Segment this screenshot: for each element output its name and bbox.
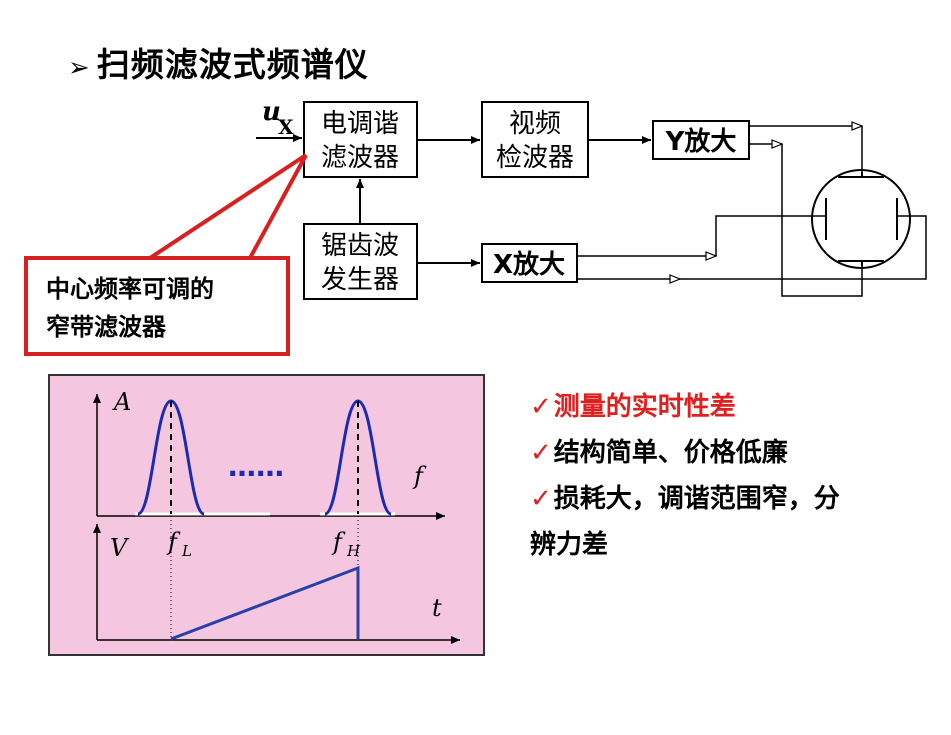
marker-low-f: f xyxy=(166,528,181,556)
sawtooth-ramp xyxy=(170,565,360,641)
callout-pointer xyxy=(148,153,308,260)
video-detector-block: 视频 检波器 xyxy=(481,101,589,178)
top-axis-x-label: f xyxy=(412,462,427,490)
marker-high-f: f xyxy=(331,528,346,556)
marker-high-sub: H xyxy=(346,542,361,560)
feature-list: ✓测量的实时性差 ✓结构简单、价格低廉 ✓损耗大，调谐范围窄，分 辨力差 xyxy=(530,384,940,568)
waveform-panel: A f …… f L f H V t xyxy=(48,374,485,656)
bottom-axis-y-label: V xyxy=(110,534,130,562)
feature-item-3-cont: 辨力差 xyxy=(530,522,940,568)
callout-box: 中心频率可调的 窄带滤波器 xyxy=(24,256,290,356)
input-label-u: u xyxy=(262,97,281,127)
callout-line1: 中心频率可调的 xyxy=(46,275,214,303)
sawtooth-line2: 发生器 xyxy=(321,265,399,295)
sawtooth-generator-block: 锯齿波 发生器 xyxy=(303,223,418,300)
top-axis-y-label: A xyxy=(112,388,131,416)
tuned-filter-line2: 滤波器 xyxy=(321,143,399,173)
input-label-x: X xyxy=(278,115,294,139)
feature-text-3: 损耗大，调谐范围窄，分 xyxy=(553,484,840,514)
callout-line2: 窄带滤波器 xyxy=(46,313,166,341)
check-icon: ✓ xyxy=(530,438,552,468)
feature-item-3: ✓损耗大，调谐范围窄，分 xyxy=(530,476,940,522)
title-text: 扫频滤波式频谱仪 xyxy=(96,45,369,84)
y-amp-label: Y放大 xyxy=(665,126,737,157)
tuned-filter-line1: 电调谐 xyxy=(321,109,399,139)
check-icon: ✓ xyxy=(530,392,552,422)
page-title: ➢扫频滤波式频谱仪 xyxy=(68,38,369,86)
feature-text-1: 测量的实时性差 xyxy=(553,392,736,422)
tuned-filter-block: 电调谐 滤波器 xyxy=(303,101,418,178)
check-icon: ✓ xyxy=(530,484,552,514)
video-detector-line2: 检波器 xyxy=(496,143,574,173)
x-amp-label: X放大 xyxy=(493,249,565,280)
x-amp-block: X放大 xyxy=(481,243,578,283)
feature-item-2: ✓结构简单、价格低廉 xyxy=(530,430,940,476)
waveform-chart: A f …… f L f H V t xyxy=(93,388,460,644)
bullet-arrow-icon: ➢ xyxy=(68,53,91,83)
feature-text-2: 结构简单、价格低廉 xyxy=(553,438,788,468)
feature-item-1: ✓测量的实时性差 xyxy=(530,384,940,430)
sawtooth-line1: 锯齿波 xyxy=(321,231,399,261)
feature-text-4: 辨力差 xyxy=(530,530,609,560)
y-amp-block: Y放大 xyxy=(652,120,750,160)
crt-display-icon xyxy=(811,169,911,269)
ellipsis: …… xyxy=(228,450,284,483)
video-detector-line1: 视频 xyxy=(509,109,561,139)
bottom-axis-x-label: t xyxy=(432,594,442,622)
marker-low-sub: L xyxy=(181,542,192,560)
